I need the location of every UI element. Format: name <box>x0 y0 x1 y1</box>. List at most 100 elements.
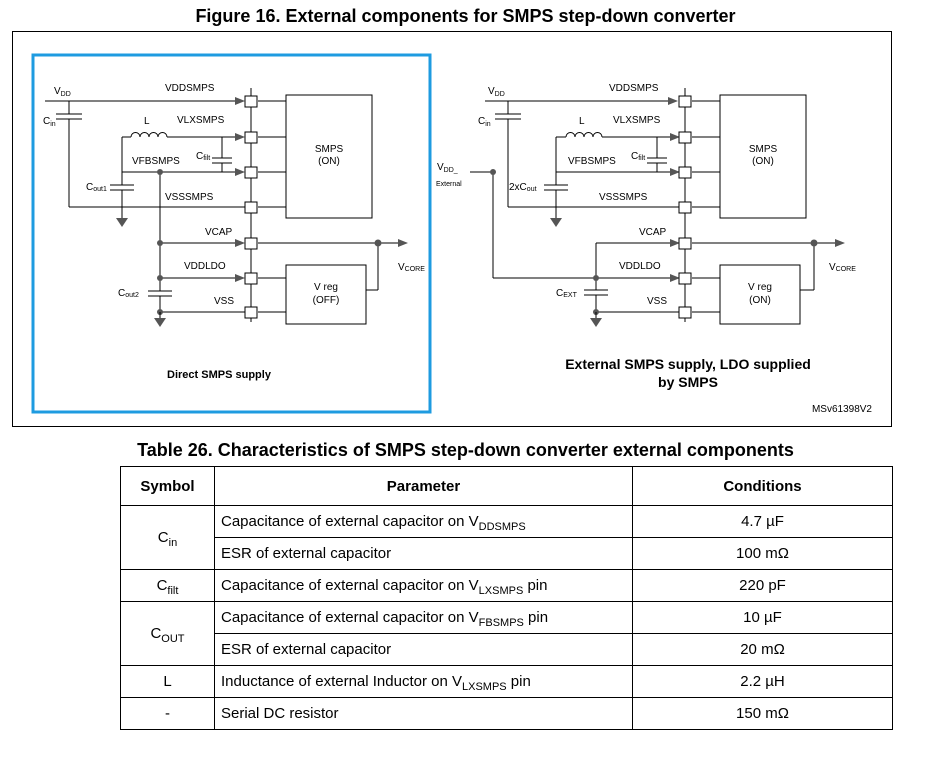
parameter-tail: pin <box>523 577 548 594</box>
symbol-sub: filt <box>167 585 179 597</box>
left-caption: Direct SMPS supply <box>167 369 272 381</box>
table-row: COUT Capacitance of external capacitor o… <box>120 601 893 666</box>
parameter-cell: ESR of external capacitor <box>214 633 633 666</box>
vss-label: VSS <box>214 296 234 307</box>
parameter-sub: FBSMPS <box>478 617 524 629</box>
smps-label-ext: SMPS <box>749 144 778 155</box>
parameter-text: Capacitance of external capacitor on V <box>221 513 479 530</box>
cfilt-label-ext: C <box>631 151 638 162</box>
vddsmps-label-ext: VDDSMPS <box>609 83 659 94</box>
condition-cell: 150 mΩ <box>632 697 893 730</box>
vss-label-ext: VSS <box>647 296 667 307</box>
header-parameter: Parameter <box>214 466 633 506</box>
cout-label-ext: 2xC <box>509 182 527 193</box>
header-conditions: Conditions <box>632 466 893 506</box>
vreg-state: (OFF) <box>313 295 340 306</box>
header-symbol: Symbol <box>120 466 215 506</box>
vsssmps-label: VSSSMPS <box>165 192 214 203</box>
parameter-tail: pin <box>523 609 549 626</box>
parameter-text: Inductance of external Inductor on V <box>221 673 462 690</box>
vddldo-label-ext: VDDLDO <box>619 261 661 272</box>
vsssmps-label-ext: VSSSMPS <box>599 192 648 203</box>
vlxsmps-label-ext: VLXSMPS <box>613 115 661 126</box>
condition-cell: 220 pF <box>632 569 893 602</box>
table-header-row: Symbol Parameter Conditions <box>120 466 893 506</box>
cfilt-label-ext-sub: filt <box>638 155 645 162</box>
vreg-label: V reg <box>314 282 338 293</box>
vddldo-label: VDDLDO <box>184 261 226 272</box>
cout2-label-sub: out2 <box>125 292 139 299</box>
inductor-label: L <box>144 116 150 127</box>
vdd-label: V <box>54 86 61 97</box>
symbol-cell: L <box>120 665 215 698</box>
vreg-block-ext <box>719 264 801 325</box>
highlight-frame <box>31 53 432 414</box>
vcore-label-ext-sub: CORE <box>836 266 857 273</box>
vcore-label: V <box>398 262 405 273</box>
parameter-cell: ESR of external capacitor <box>214 537 633 570</box>
svg-text:VDD: VDD <box>54 86 71 98</box>
vcap-label: VCAP <box>205 227 233 238</box>
figure-ref: MSv61398V2 <box>812 404 872 415</box>
parameter-cell: Serial DC resistor <box>214 697 633 730</box>
symbol-sub: in <box>168 537 178 549</box>
svg-text:VCORE: VCORE <box>829 262 856 273</box>
symbol-text: C <box>157 529 169 546</box>
table-row: - Serial DC resistor 150 mΩ <box>120 697 893 730</box>
svg-text:Cin: Cin <box>43 116 56 128</box>
smps-state: (ON) <box>318 156 340 167</box>
condition-cell: 2.2 µH <box>632 665 893 698</box>
schematic-diagram: VDD Cin L Cfilt Cout1 Cout2 VDDSMPS VLXS… <box>31 53 872 415</box>
characteristics-table: Symbol Parameter Conditions Cin Capacita… <box>120 466 893 730</box>
parameter-text: Serial DC resistor <box>221 705 339 722</box>
cfilt-label-sub: filt <box>203 155 210 162</box>
vdd-label-ext: V <box>488 86 495 97</box>
parameter-text: ESR of external capacitor <box>221 641 392 658</box>
smps-block-ext <box>719 94 807 219</box>
cin-label-sub: in <box>50 121 56 128</box>
parameter-text: ESR of external capacitor <box>221 545 392 562</box>
parameter-cell: Capacitance of external capacitor on VDD… <box>214 505 633 538</box>
symbol-cell: Cfilt <box>120 569 215 602</box>
cfilt-label: C <box>196 151 203 162</box>
svg-text:Cfilt: Cfilt <box>196 151 210 162</box>
left-panel: VDD Cin L Cfilt Cout1 Cout2 VDDSMPS VLXS… <box>31 53 432 414</box>
symbol-cell: COUT <box>120 601 215 666</box>
svg-text:Cout1: Cout1 <box>86 182 107 193</box>
vreg-state-ext: (ON) <box>749 295 771 306</box>
figure-title: Figure 16. External components for SMPS … <box>195 6 736 26</box>
condition-cell: 100 mΩ <box>632 537 893 570</box>
vdd-label-sub: DD <box>61 91 71 98</box>
parameter-cell: Inductance of external Inductor on VLXSM… <box>214 665 633 698</box>
table-row: L Inductance of external Inductor on VLX… <box>120 665 893 698</box>
vcore-label-ext: V <box>829 262 836 273</box>
condition-cell: 20 mΩ <box>632 633 893 666</box>
vdd-label-ext-sub: DD <box>495 91 505 98</box>
svg-text:Cin: Cin <box>478 116 491 128</box>
condition-cell: 10 µF <box>632 601 893 634</box>
vdd-ext-label-sub: DD_ <box>444 167 458 174</box>
svg-text:VCORE: VCORE <box>398 262 425 273</box>
vcore-label-sub: CORE <box>405 266 426 273</box>
vfbsmps-label-ext: VFBSMPS <box>568 156 616 167</box>
vlxsmps-label: VLXSMPS <box>177 115 225 126</box>
parameter-cell: Capacitance of external capacitor on VFB… <box>214 601 633 634</box>
symbol-cell: - <box>120 697 215 730</box>
parameter-sub: LXSMPS <box>478 585 524 597</box>
parameter-tail: pin <box>506 673 531 690</box>
figure-frame <box>12 31 892 427</box>
cout1-label: C <box>86 182 93 193</box>
vdd-ext-label-external: External <box>436 181 462 188</box>
table-title: Table 26. Characteristics of SMPS step-d… <box>137 440 794 460</box>
vcap-label-ext: VCAP <box>639 227 667 238</box>
svg-text:2xCout: 2xCout <box>509 182 537 193</box>
vreg-label-ext: V reg <box>748 282 772 293</box>
cin-label-ext-sub: in <box>485 121 491 128</box>
svg-text:VDD_: VDD_ <box>437 162 458 174</box>
right-caption-line2: by SMPS <box>658 374 718 390</box>
table-row: ESR of external capacitor 100 mΩ <box>121 537 893 570</box>
smps-label: SMPS <box>315 144 344 155</box>
svg-text:VDD: VDD <box>488 86 505 98</box>
parameter-sub: DDSMPS <box>478 521 526 533</box>
symbol-text: L <box>163 673 172 690</box>
